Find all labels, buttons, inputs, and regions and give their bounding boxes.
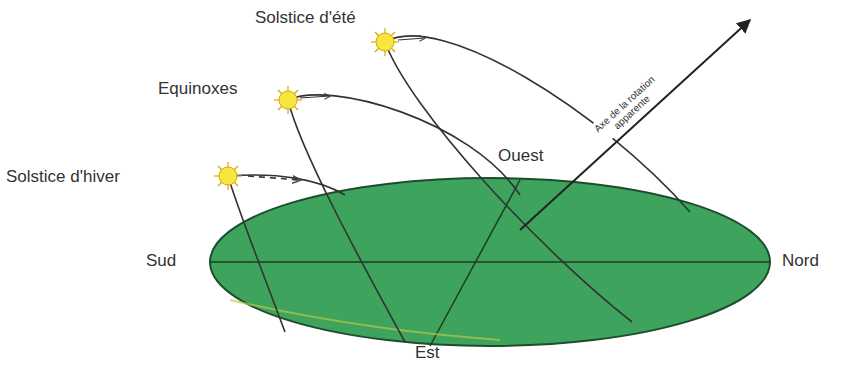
south-north-line (210, 261, 770, 263)
ground-highlight (230, 300, 500, 340)
summer-sun-path (385, 36, 690, 322)
sun-symbol (371, 28, 399, 56)
sun-symbol (214, 162, 242, 190)
axis-label: Axe de la rotation apparente (582, 64, 675, 152)
season-label: Solstice d'été (255, 9, 356, 28)
direction-label: Sud (146, 252, 176, 271)
horizon-plane (210, 178, 770, 346)
sun-symbol (274, 86, 302, 114)
winter-path-arrow (248, 176, 300, 180)
equinox-sun-path (288, 95, 520, 342)
season-label: Equinoxes (158, 80, 237, 99)
summer-path-arrow (398, 38, 425, 40)
direction-label: Est (415, 344, 440, 363)
season-label: Solstice d'hiver (6, 168, 120, 187)
rotation-axis-arrow (520, 20, 750, 230)
winter-sun-path (228, 175, 345, 332)
equinox-path-arrow (300, 96, 330, 98)
direction-label: Ouest (498, 147, 543, 166)
direction-label: Nord (782, 252, 819, 271)
